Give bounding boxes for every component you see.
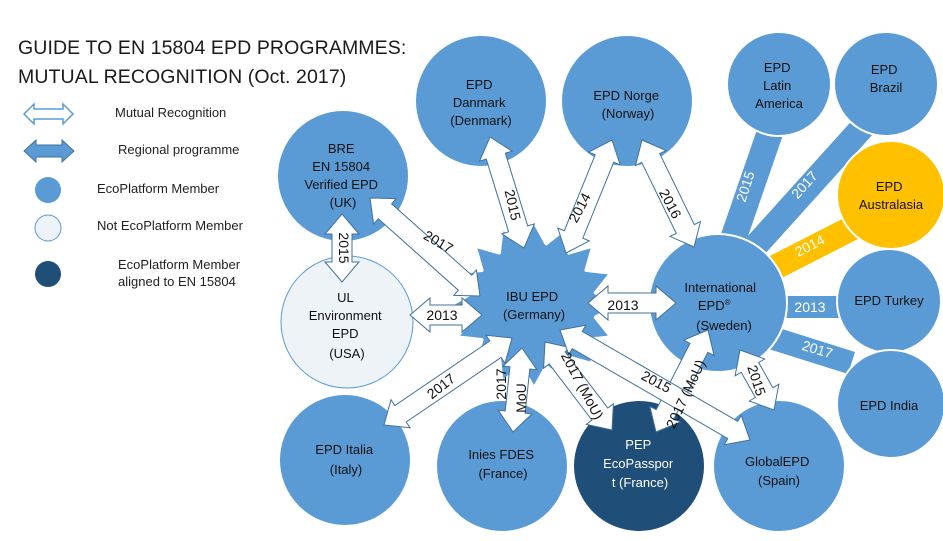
node-pep [572,399,706,533]
arrow-inies-ibu [497,347,538,433]
mutual-links [323,136,780,446]
node-epd-latam [726,31,832,137]
node-label-brazil: EPD Brazil [870,62,903,95]
node-epd-australasia [836,140,943,250]
node-label-india: EPD India [860,398,919,413]
link-bar-brazil-intl [729,95,892,275]
node-epd-norge [560,34,694,168]
arrow-bre-ul [323,213,361,283]
legend-aligned-label-1: EcoPlatform Member [118,257,241,272]
node-label-pep: PEP EcoPasspor t (France) [603,437,677,490]
node-epd-danmark [414,34,548,168]
node-labels: EPD Danmark (Denmark) EPD Norge (Norway)… [304,60,924,490]
legend-not-member-label: Not EcoPlatform Member [97,218,243,233]
title-line-2: MUTUAL RECOGNITION (Oct. 2017) [18,66,347,88]
label-bre-ul: 2015 [336,232,352,263]
legend-aligned-circle-icon [35,261,61,287]
node-label-australasia: EPD Australasia [859,179,924,212]
node-label-latam: EPD Latin America [755,60,803,111]
arrow-ibu-intl [587,284,677,322]
node-label-inies: Inies FDES (France) [468,447,537,481]
title-line-1: GUIDE TO EN 15804 EPD PROGRAMMES: [18,37,407,59]
node-label-norge: EPD Norge (Norway) [593,88,662,121]
arrow-global-intl [734,349,780,411]
legend-regional-arrow-icon [23,138,75,164]
legend-not-member-circle-icon [34,214,62,242]
node-label-bre: BRE EN 15804 Verified EPD (UK) [304,141,381,210]
arrow-pep-intl [649,329,715,433]
arrow-norge-intl [634,139,702,248]
diagram-title: GUIDE TO EN 15804 EPD PROGRAMMES: MUTUAL… [18,34,406,92]
node-epd-italia [278,393,412,527]
legend: Mutual Recognition Regional programme Ec… [0,0,270,300]
node-label-ul: UL Environment EPD (USA) [309,290,386,361]
label-ibu-intl: 2013 [607,297,638,313]
node-label-turkey: EPD Turkey [854,293,924,308]
node-epd-india [836,349,943,459]
arrow-global-ibu [559,324,751,446]
legend-member-label: EcoPlatform Member [97,181,220,196]
label-danmark-ibu: 2015 [502,188,525,222]
legend-mutual-arrow-icon [22,102,75,126]
node-epd-brazil [833,31,939,137]
label-inies-ibu-note: MoU [513,383,529,413]
node-label-global: GlobalEPD (Spain) [745,454,813,488]
legend-symbols [22,102,75,287]
node-label-international: International EPD® (Sweden) [684,280,759,333]
arrow-danmark-ibu [478,136,536,249]
node-label-danmark: EPD Danmark (Denmark) [450,77,511,128]
label-ul-ibu: 2013 [426,307,457,323]
arrow-ul-ibu [409,296,483,334]
arrow-bre-ibu [369,197,481,297]
nodes [276,31,943,533]
arrow-italia-ibu [383,334,513,429]
legend-member-circle-icon [35,177,61,203]
node-label-italia: EPD Italia (Italy) [315,442,376,477]
arrow-norge-ibu [556,139,622,254]
link-bar-australasia-intl [758,216,860,284]
legend-aligned-label-2: aligned to EN 15804 [118,274,236,289]
label-inies-ibu-year: 2017 [493,368,509,399]
node-label-ibu: IBU EPD (Germany) [503,289,565,322]
label-turkey-intl: 2013 [794,299,825,315]
legend-regional-label: Regional programme [118,142,240,157]
legend-mutual-label: Mutual Recognition [115,105,227,120]
node-inies [435,399,569,533]
